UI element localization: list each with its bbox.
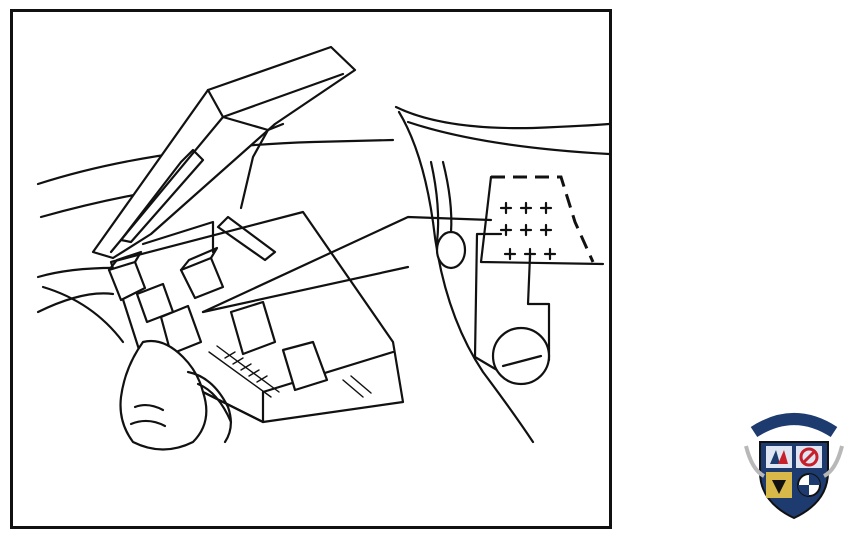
shield-logo-icon: [744, 413, 844, 520]
relay-group: [107, 246, 329, 392]
socket-knob: [435, 230, 467, 270]
arm-outline: [41, 285, 125, 344]
trim-upper-line: [394, 105, 609, 130]
relay-5: [229, 300, 277, 356]
knee-panel-line-2: [36, 292, 115, 314]
zoom-wedge-bottom: [201, 265, 410, 314]
test-lead-right: [526, 254, 551, 362]
test-meter: [491, 326, 551, 386]
socket-dashed-outline: [491, 175, 595, 263]
relay-4-top: [179, 246, 219, 272]
socket-cable: [441, 160, 453, 234]
fuse-row: [208, 345, 372, 398]
technician-hand: [119, 339, 208, 451]
finger-line-2: [129, 419, 167, 428]
relay-3: [159, 304, 203, 356]
zoom-wedge-top: [201, 215, 493, 314]
relay-4: [179, 256, 225, 300]
socket-solid-outline: [479, 175, 605, 266]
terminal-socket-inset: [429, 160, 605, 270]
box-back-wall: [141, 220, 215, 254]
meter-needle: [501, 354, 543, 368]
watermark-logo: [742, 410, 846, 522]
relay-6: [281, 340, 329, 392]
terminal-pins: [499, 201, 557, 261]
relay-1-top: [107, 250, 143, 272]
finger-line-1: [133, 403, 165, 412]
sleeve-cuff: [186, 370, 232, 444]
console-curve: [397, 110, 535, 444]
test-lead-left: [473, 232, 503, 372]
lid-hinge-line: [239, 128, 270, 210]
figure-frame: [10, 9, 612, 529]
box-slot: [216, 215, 277, 262]
fuse-box-lid: [91, 45, 357, 260]
fuse-box-diagram: [36, 45, 609, 451]
relay-1: [107, 260, 147, 302]
socket-cable-2: [429, 160, 440, 244]
lid-latch: [119, 148, 205, 244]
sleeve-cuff-inner: [196, 382, 233, 424]
trim-lower-line: [406, 120, 609, 156]
